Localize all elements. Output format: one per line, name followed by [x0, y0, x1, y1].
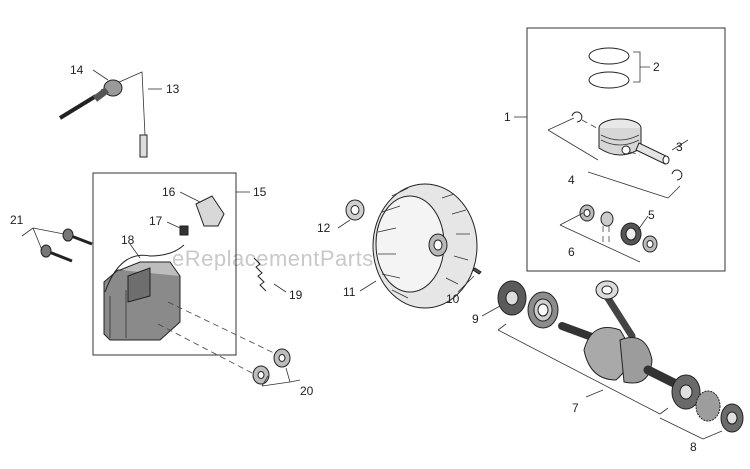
callout-21: 21 [10, 213, 24, 227]
callout-8: 8 [690, 440, 697, 454]
piston-pin [635, 142, 670, 165]
callout-4: 4 [568, 173, 575, 187]
washer-right [642, 235, 658, 253]
callout-13: 13 [166, 82, 180, 96]
gear [695, 390, 721, 422]
screw [179, 225, 189, 236]
washer-left [579, 204, 595, 222]
oil-seal-right [720, 403, 744, 433]
piston-kit-box [526, 27, 726, 272]
circlip-lower [671, 169, 683, 181]
crankshaft [558, 280, 681, 389]
bolt-lower [40, 244, 73, 263]
ignition-coil [103, 244, 185, 341]
callout-2: 2 [653, 60, 660, 74]
callout-18: 18 [121, 233, 135, 247]
spacer-upper [273, 348, 291, 368]
callout-9: 9 [472, 312, 479, 326]
ignition-coil-kit-box [92, 172, 237, 356]
oil-seal-left [497, 280, 527, 316]
washer-center [600, 211, 614, 227]
bolt-upper [62, 228, 93, 246]
spark-plug-cap [58, 79, 123, 120]
callout-20: 20 [300, 384, 314, 398]
callout-12: 12 [317, 221, 331, 235]
piston [598, 118, 642, 156]
crank-bearing-right [671, 374, 701, 410]
spacer-lower [252, 365, 270, 385]
crank-bearing-left [527, 291, 559, 329]
key [472, 267, 482, 275]
piston-rings [588, 47, 630, 89]
flywheel [372, 183, 478, 309]
callout-17: 17 [149, 214, 163, 228]
circlip-upper [571, 111, 583, 123]
callout-15: 15 [253, 185, 267, 199]
callout-11: 11 [343, 285, 356, 299]
callout-19: 19 [289, 288, 303, 302]
callout-1: 1 [504, 110, 511, 124]
callout-7: 7 [572, 401, 579, 415]
spring [253, 257, 267, 292]
callout-3: 3 [676, 140, 683, 154]
plug-cover [195, 195, 225, 227]
callout-5: 5 [648, 208, 655, 222]
callout-14: 14 [70, 63, 84, 77]
needle-bearing [620, 222, 642, 246]
callout-10: 10 [446, 292, 460, 306]
callout-6: 6 [568, 245, 575, 259]
flywheel-nut [345, 199, 365, 221]
callout-16: 16 [162, 185, 176, 199]
